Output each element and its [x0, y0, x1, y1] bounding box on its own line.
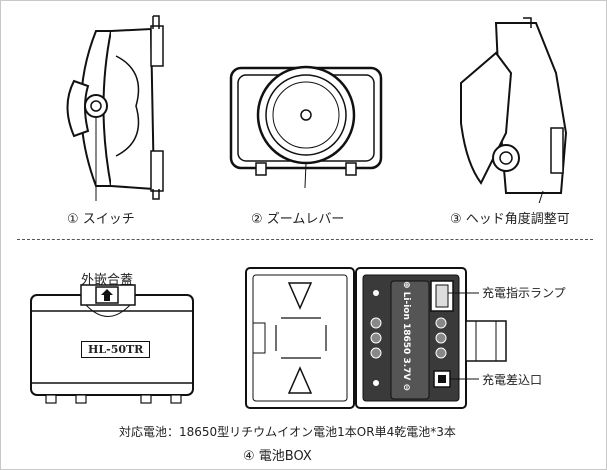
label-zoom: ② ズームレバー: [251, 212, 345, 227]
triangle-down-icon: [287, 282, 313, 310]
battery-note: 対応電池：18650型リチウムイオン電池1本OR単4乾電池*3本: [119, 425, 456, 439]
model-label: HL-50TR: [81, 341, 151, 358]
label-box: ④ 電池BOX: [243, 449, 312, 464]
battery-text: ⊕ Li-ion 18650 3.7V ⊖: [401, 280, 412, 392]
zoom-front-view: [229, 65, 383, 188]
label-switch: ① スイッチ: [67, 212, 135, 227]
label-angle: ③ ヘッド角度調整可: [450, 212, 570, 227]
section-divider: [17, 239, 593, 240]
triangle-up-icon: [287, 366, 313, 394]
battery-cell: [390, 280, 430, 400]
label-charge-indicator: 充電指示ランプ: [482, 286, 566, 300]
switch-side-view: [66, 15, 164, 201]
angle-adjust-view: [460, 17, 568, 203]
battery-box-open: [245, 267, 507, 409]
zoom-lever-pointer: [304, 162, 307, 188]
label-charge-port: 充電差込口: [482, 373, 543, 387]
charge-indicator-icon: [435, 284, 449, 308]
